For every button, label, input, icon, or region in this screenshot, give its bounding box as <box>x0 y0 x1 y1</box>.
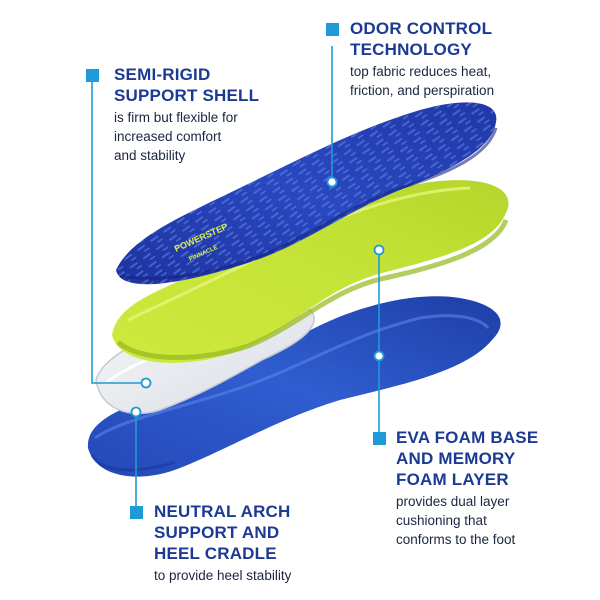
arch-callout: NEUTRAL ARCH SUPPORT AND HEEL CRADLE to … <box>154 501 291 585</box>
shell-dot <box>140 377 152 389</box>
eva-desc-line-1: provides dual layer <box>396 494 510 509</box>
odor-desc-line-2: friction, and perspiration <box>350 83 495 98</box>
shell-desc-line-3: and stability <box>114 148 186 163</box>
arch-title-line-2: SUPPORT AND <box>154 523 280 542</box>
eva-title-line-3: FOAM LAYER <box>396 470 509 489</box>
arch-dot <box>130 406 142 418</box>
eva-title-line-1: EVA FOAM BASE <box>396 428 539 447</box>
shell-title-line-2: SUPPORT SHELL <box>114 86 260 105</box>
shell-title-line-1: SEMI-RIGID <box>114 65 211 84</box>
eva-desc-line-3: conforms to the foot <box>396 532 516 547</box>
arch-title-line-3: HEEL CRADLE <box>154 544 277 563</box>
arch-title-line-1: NEUTRAL ARCH <box>154 502 291 521</box>
arch-desc-line-1: to provide heel stability <box>154 568 292 583</box>
odor-title-line-2: TECHNOLOGY <box>350 40 472 59</box>
top-fabric-layer: POWERSTEP PINNACLE <box>116 102 498 285</box>
eva-desc-line-2: cushioning that <box>396 513 487 528</box>
odor-title-line-1: ODOR CONTROL <box>350 19 493 38</box>
foam-dot <box>373 244 385 256</box>
shell-callout: SEMI-RIGID SUPPORT SHELL is firm but fle… <box>114 64 259 165</box>
odor-dot <box>326 176 338 188</box>
shell-square-marker <box>86 69 99 82</box>
odor-callout: ODOR CONTROL TECHNOLOGY top fabric reduc… <box>350 18 494 100</box>
arch-square-marker <box>130 506 143 519</box>
leader-dots <box>130 176 385 418</box>
shell-leader-line <box>91 80 144 384</box>
odor-desc-line-1: top fabric reduces heat, <box>350 64 492 79</box>
base-dot <box>373 350 385 362</box>
shell-desc-line-2: increased comfort <box>114 129 222 144</box>
eva-square-marker <box>373 432 386 445</box>
eva-title-line-2: AND MEMORY <box>396 449 516 468</box>
leader-lines <box>91 46 380 512</box>
odor-square-marker <box>326 23 339 36</box>
eva-callout: EVA FOAM BASE AND MEMORY FOAM LAYER prov… <box>396 427 538 549</box>
shell-desc-line-1: is firm but flexible for <box>114 110 238 125</box>
eva-foam-base-layer <box>87 296 501 477</box>
